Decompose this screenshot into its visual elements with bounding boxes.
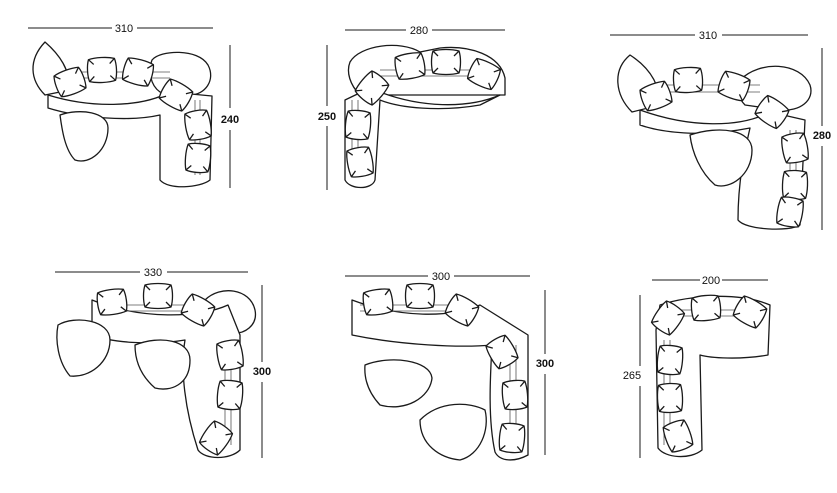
width-dimension: 280 (345, 25, 505, 37)
sofa-body (648, 293, 771, 458)
layout-diagram-1: 310 240 (28, 23, 239, 188)
layout-diagram-4: 330 300 (55, 267, 271, 459)
layout-diagram-2: 280 250 (318, 25, 506, 190)
width-dimension: 200 (652, 275, 768, 287)
sofa-body (343, 44, 506, 189)
depth-dimension: 240 (221, 45, 239, 188)
depth-dimension: 300 (253, 285, 271, 458)
depth-label: 300 (253, 366, 271, 378)
depth-label: 265 (623, 370, 641, 382)
seat-shape (351, 299, 529, 461)
width-label: 200 (702, 275, 720, 287)
side-table-left (364, 359, 433, 408)
width-label: 280 (410, 25, 428, 37)
depth-dimension: 265 (623, 295, 641, 458)
sofa-body (351, 282, 530, 461)
depth-dimension: 250 (318, 45, 336, 190)
side-table (59, 111, 109, 162)
side-table (689, 129, 753, 187)
side-table-left (56, 319, 111, 377)
depth-dimension: 280 (813, 48, 831, 230)
width-label: 300 (432, 271, 450, 283)
width-dimension: 310 (610, 30, 808, 42)
width-label: 330 (144, 267, 162, 279)
depth-dimension: 300 (536, 290, 554, 455)
layout-diagram-5: 300 300 (345, 271, 554, 461)
depth-label: 300 (536, 358, 554, 370)
depth-label: 240 (221, 114, 239, 126)
sofa-body (56, 282, 257, 459)
width-dimension: 300 (345, 271, 530, 283)
width-dimension: 330 (55, 267, 248, 279)
side-table-right (419, 403, 487, 461)
seat-cushions (648, 293, 770, 455)
sofa-body (617, 54, 812, 230)
side-table-right (134, 339, 191, 390)
width-label: 310 (115, 23, 133, 35)
depth-label: 250 (318, 111, 336, 123)
width-label: 310 (699, 30, 717, 42)
sofa-body (32, 41, 214, 188)
depth-label: 280 (813, 130, 831, 142)
width-dimension: 310 (28, 23, 213, 35)
layout-diagram-6: 200 265 (623, 275, 771, 458)
layout-diagram-3: 310 280 (610, 30, 831, 230)
